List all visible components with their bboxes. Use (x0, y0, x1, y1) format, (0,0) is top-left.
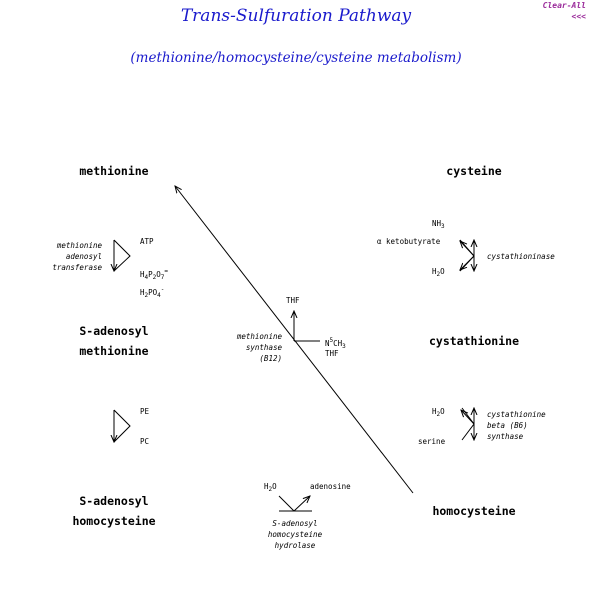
node-cystathionine[interactable]: cystathionine (428, 334, 519, 348)
node-s-adenosyl-homocysteine[interactable]: S-adenosyl homocysteine (56, 491, 172, 531)
cbs-line1[interactable]: cystathionine (487, 410, 546, 419)
cofactor-pe: PE (140, 407, 150, 416)
sahh-line3[interactable]: hydrolase (274, 541, 316, 550)
cofactor-adenosine: adenosine (310, 482, 351, 491)
cofactor-methyl-thf: N5CH3 (325, 337, 346, 350)
node-homocysteine[interactable]: homocysteine (432, 504, 516, 518)
cbs-line2[interactable]: beta (B6) (487, 421, 528, 430)
sahh-line1[interactable]: S-adenosyl (272, 519, 318, 528)
sam-label-line2[interactable]: methionine (79, 344, 149, 358)
enzyme-cystathioninase[interactable]: cystathioninase (487, 252, 555, 261)
page-subtitle: (methionine/homocysteine/cysteine metabo… (130, 50, 462, 66)
node-cysteine[interactable]: cysteine (446, 164, 502, 178)
node-s-adenosyl-methionine[interactable]: S-adenosyl methionine (64, 321, 164, 361)
ms-line1[interactable]: methionine (236, 332, 282, 341)
enzyme-cystathionine-beta-synthase[interactable]: cystathionine beta (B6) synthase (487, 409, 546, 442)
cbs-line3[interactable]: synthase (487, 432, 524, 441)
cofactor-thf: THF (286, 296, 300, 305)
sah-label-line2[interactable]: homocysteine (72, 514, 156, 528)
cofactor-cbs-water: H2O (432, 407, 445, 418)
cofactor-sahh-water: H2O (264, 482, 277, 493)
cofactor-cgl-water: H2O (432, 267, 445, 278)
enzyme-methionine-adenosyltransferase[interactable]: methionine adenosyl transferase (30, 240, 102, 273)
cofactor-ammonia: NH3 (432, 219, 445, 230)
page-title: Trans-Sulfuration Pathway (180, 6, 412, 26)
node-methionine[interactable]: methionine (79, 164, 149, 178)
cofactor-alpha-ketobutyrate: α ketobutyrate (377, 237, 441, 246)
enzyme-methionine-synthase[interactable]: methionine synthase (B12) (212, 331, 282, 364)
sahh-h2o-in (278, 495, 295, 512)
cofactor-thf-product: THF (325, 349, 339, 358)
mat-line2[interactable]: adenosyl (65, 252, 102, 261)
back-arrows-label[interactable]: <<< (571, 12, 586, 21)
mat-line1[interactable]: methionine (56, 241, 102, 250)
cgl-side-bracket (459, 239, 475, 272)
sam-label-line1[interactable]: S-adenosyl (79, 324, 149, 338)
clear-all-link[interactable]: Clear-All <<< (543, 0, 586, 22)
cofactor-pyrophosphate: H4P2O7= (140, 268, 169, 281)
mat-side-bracket (113, 239, 131, 272)
cbs-side-arrow (461, 410, 475, 425)
ms-line2[interactable]: synthase (245, 343, 282, 352)
sah-label-line1[interactable]: S-adenosyl (79, 494, 149, 508)
cofactor-atp: ATP (140, 237, 154, 246)
ms-line3[interactable]: (B12) (259, 354, 282, 363)
sahh-line2[interactable]: homocysteine (267, 530, 323, 539)
cgl-side-arrow-up (460, 241, 475, 257)
enzyme-sah-hydrolase[interactable]: S-adenosyl homocysteine hydrolase (240, 518, 350, 551)
mat-line3[interactable]: transferase (52, 263, 102, 272)
clear-all-label[interactable]: Clear-All (542, 1, 586, 10)
cofactor-pc: PC (140, 437, 150, 446)
sahh-adenosine-out (293, 496, 310, 512)
cgl-side-arrow-down (460, 255, 475, 270)
cofactor-phosphate: H2PO4- (140, 286, 165, 299)
methyltransfer-side-bracket (113, 409, 131, 443)
cofactor-serine: serine (418, 437, 446, 446)
